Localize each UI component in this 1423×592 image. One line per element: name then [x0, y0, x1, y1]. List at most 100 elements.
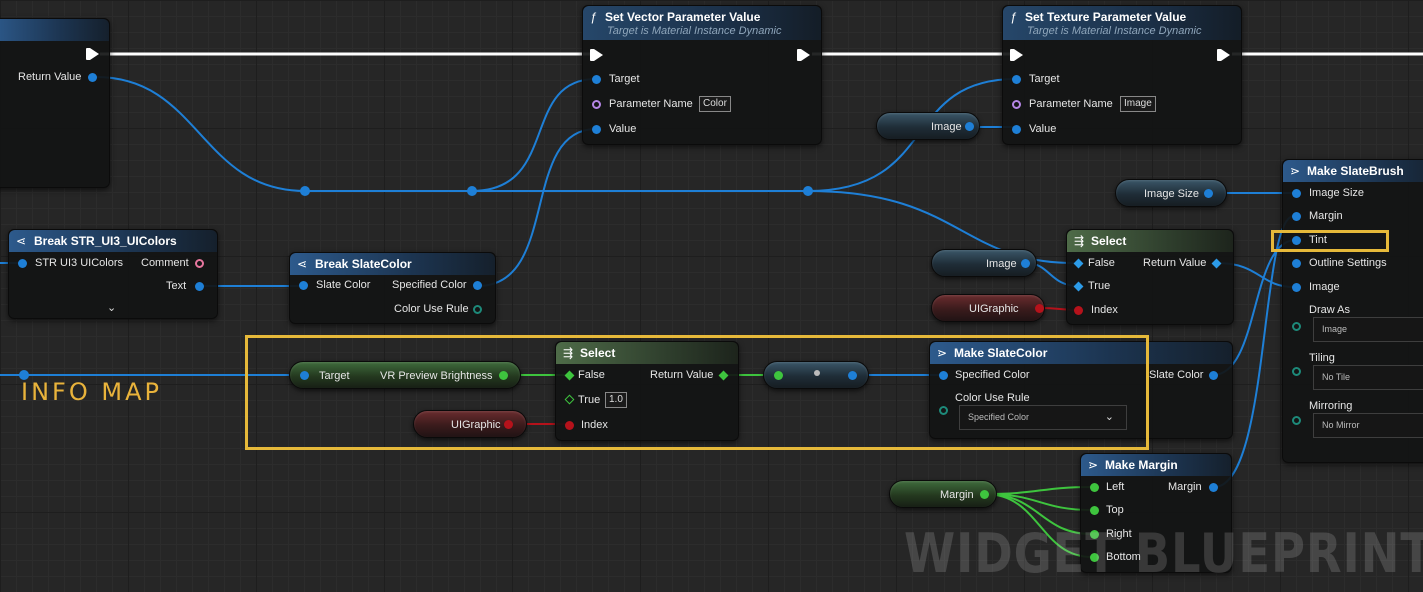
struct-input-pin[interactable] — [18, 259, 27, 268]
value-pin[interactable] — [1012, 125, 1021, 134]
comment-output-pin[interactable] — [195, 259, 204, 268]
node-title: Make SlateBrush — [1307, 164, 1404, 178]
image-pin[interactable] — [1292, 283, 1301, 292]
image-size-output-pin[interactable] — [1204, 189, 1213, 198]
parameter-name-field[interactable]: Color — [699, 96, 731, 112]
image-output-pin[interactable] — [1021, 259, 1030, 268]
true-value-field[interactable]: 1.0 — [605, 392, 627, 408]
text-output-pin[interactable] — [195, 282, 204, 291]
image-output-pin[interactable] — [965, 122, 974, 131]
exec-in-pin[interactable] — [590, 49, 603, 61]
break-slatecolor-node[interactable]: ⋖ Break SlateColor — [289, 252, 496, 324]
image-size-pin[interactable] — [1292, 189, 1301, 198]
margin-pin[interactable] — [1292, 212, 1301, 221]
mirroring-label: Mirroring — [1309, 400, 1353, 412]
slate-color-output-pin[interactable] — [1209, 371, 1218, 380]
conversion-output-pin[interactable] — [848, 371, 857, 380]
node-title: Make Margin — [1105, 458, 1178, 472]
left-pin[interactable] — [1090, 483, 1099, 492]
function-icon: ƒ — [1010, 10, 1017, 24]
image-size-variable-node[interactable]: Image Size — [1115, 179, 1227, 207]
mirroring-value: No Mirror — [1322, 420, 1360, 430]
color-use-rule-value: Specified Color — [968, 412, 1030, 422]
conversion-input-pin[interactable] — [774, 371, 783, 380]
reroute-node[interactable] — [467, 186, 477, 196]
value-pin[interactable] — [592, 125, 601, 134]
chevron-down-icon: ⌄ — [1104, 411, 1114, 423]
uigraphic-variable-node[interactable]: UIGraphic — [931, 294, 1045, 322]
mirroring-pin[interactable] — [1292, 416, 1301, 425]
color-use-rule-output-pin[interactable] — [473, 305, 482, 314]
function-entry-node[interactable] — [0, 18, 110, 188]
parameter-name-field[interactable]: Image — [1120, 96, 1156, 112]
variable-label: Image Size — [1144, 188, 1200, 200]
set-vector-parameter-node[interactable]: ƒ Set Vector Parameter Value Target is M… — [582, 5, 822, 145]
return-value-pin[interactable] — [88, 73, 97, 82]
draw-as-dropdown[interactable]: Image — [1313, 317, 1423, 342]
specified-color-label: Specified Color — [392, 279, 467, 291]
node-header: ⋖ Break SlateColor — [290, 253, 495, 275]
slate-color-output-label: Slate Color — [1149, 369, 1204, 381]
specified-color-pin[interactable] — [939, 371, 948, 380]
parameter-name-label: Parameter Name — [609, 98, 693, 110]
select-icon: ⇶ — [1074, 234, 1085, 248]
break-uicolors-node[interactable]: ⋖ Break STR_UI3_UIColors — [8, 229, 218, 319]
uigraphic-output-pin[interactable] — [504, 420, 513, 429]
right-pin[interactable] — [1090, 530, 1099, 539]
image-variable-node[interactable]: Image — [876, 112, 980, 140]
node-title: Set Texture Parameter Value — [1025, 10, 1187, 24]
vr-preview-brightness-node[interactable]: Target VR Preview Brightness — [289, 361, 521, 389]
set-texture-parameter-node[interactable]: ƒ Set Texture Parameter Value Target is … — [1002, 5, 1242, 145]
true-label: True — [1088, 280, 1111, 292]
exec-in-pin[interactable] — [1010, 49, 1023, 61]
right-label: Right — [1106, 528, 1132, 540]
false-label: False — [1088, 257, 1115, 269]
bottom-pin[interactable] — [1090, 553, 1099, 562]
margin-variable-node[interactable]: Margin — [889, 480, 997, 508]
margin-output-pin[interactable] — [1209, 483, 1218, 492]
index-pin[interactable] — [1074, 306, 1083, 315]
target-pin[interactable] — [592, 75, 601, 84]
exec-out-pin[interactable] — [1217, 49, 1230, 61]
specified-color-output-pin[interactable] — [473, 281, 482, 290]
make-margin-node[interactable]: ⋗ Make Margin — [1080, 453, 1232, 573]
select-node[interactable]: ⇶ Select — [1066, 229, 1234, 325]
draw-as-pin[interactable] — [1292, 322, 1301, 331]
image-variable-node[interactable]: Image — [931, 249, 1037, 277]
top-label: Top — [1106, 504, 1124, 516]
reroute-node[interactable] — [19, 370, 29, 380]
make-slatebrush-node[interactable]: ⋗ Make SlateBrush — [1282, 159, 1423, 463]
reroute-node[interactable] — [300, 186, 310, 196]
margin-output-pin[interactable] — [980, 490, 989, 499]
color-use-rule-label: Color Use Rule — [394, 303, 469, 315]
target-label: Target — [319, 370, 350, 382]
slate-color-input-pin[interactable] — [299, 281, 308, 290]
brightness-target-pin[interactable] — [300, 371, 309, 380]
tint-pin[interactable] — [1292, 236, 1301, 245]
node-header: ⋗ Make SlateColor — [930, 342, 1232, 364]
image-label: Image — [1309, 281, 1340, 293]
top-pin[interactable] — [1090, 506, 1099, 515]
index-pin[interactable] — [565, 421, 574, 430]
chevron-down-icon[interactable]: ⌄ — [107, 302, 117, 314]
outline-settings-label: Outline Settings — [1309, 257, 1387, 269]
parameter-name-pin[interactable] — [592, 100, 601, 109]
wire-specified-to-value — [477, 128, 597, 287]
brightness-output-pin[interactable] — [499, 371, 508, 380]
node-title: Select — [1091, 234, 1127, 248]
comment-label: Comment — [141, 257, 189, 269]
outline-settings-pin[interactable] — [1292, 259, 1301, 268]
color-use-rule-pin[interactable] — [939, 406, 948, 415]
select-node[interactable]: ⇶ Select — [555, 341, 739, 441]
parameter-name-pin[interactable] — [1012, 100, 1021, 109]
reroute-node[interactable] — [803, 186, 813, 196]
exec-out-pin[interactable] — [797, 49, 810, 61]
exec-out-pin[interactable] — [86, 48, 99, 60]
tiling-dropdown[interactable]: No Tile — [1313, 365, 1423, 390]
mirroring-dropdown[interactable]: No Mirror — [1313, 413, 1423, 438]
target-pin[interactable] — [1012, 75, 1021, 84]
color-use-rule-label: Color Use Rule — [955, 392, 1030, 404]
tiling-pin[interactable] — [1292, 367, 1301, 376]
uigraphic-output-pin[interactable] — [1035, 304, 1044, 313]
color-use-rule-dropdown[interactable]: Specified Color ⌄ — [959, 405, 1127, 430]
